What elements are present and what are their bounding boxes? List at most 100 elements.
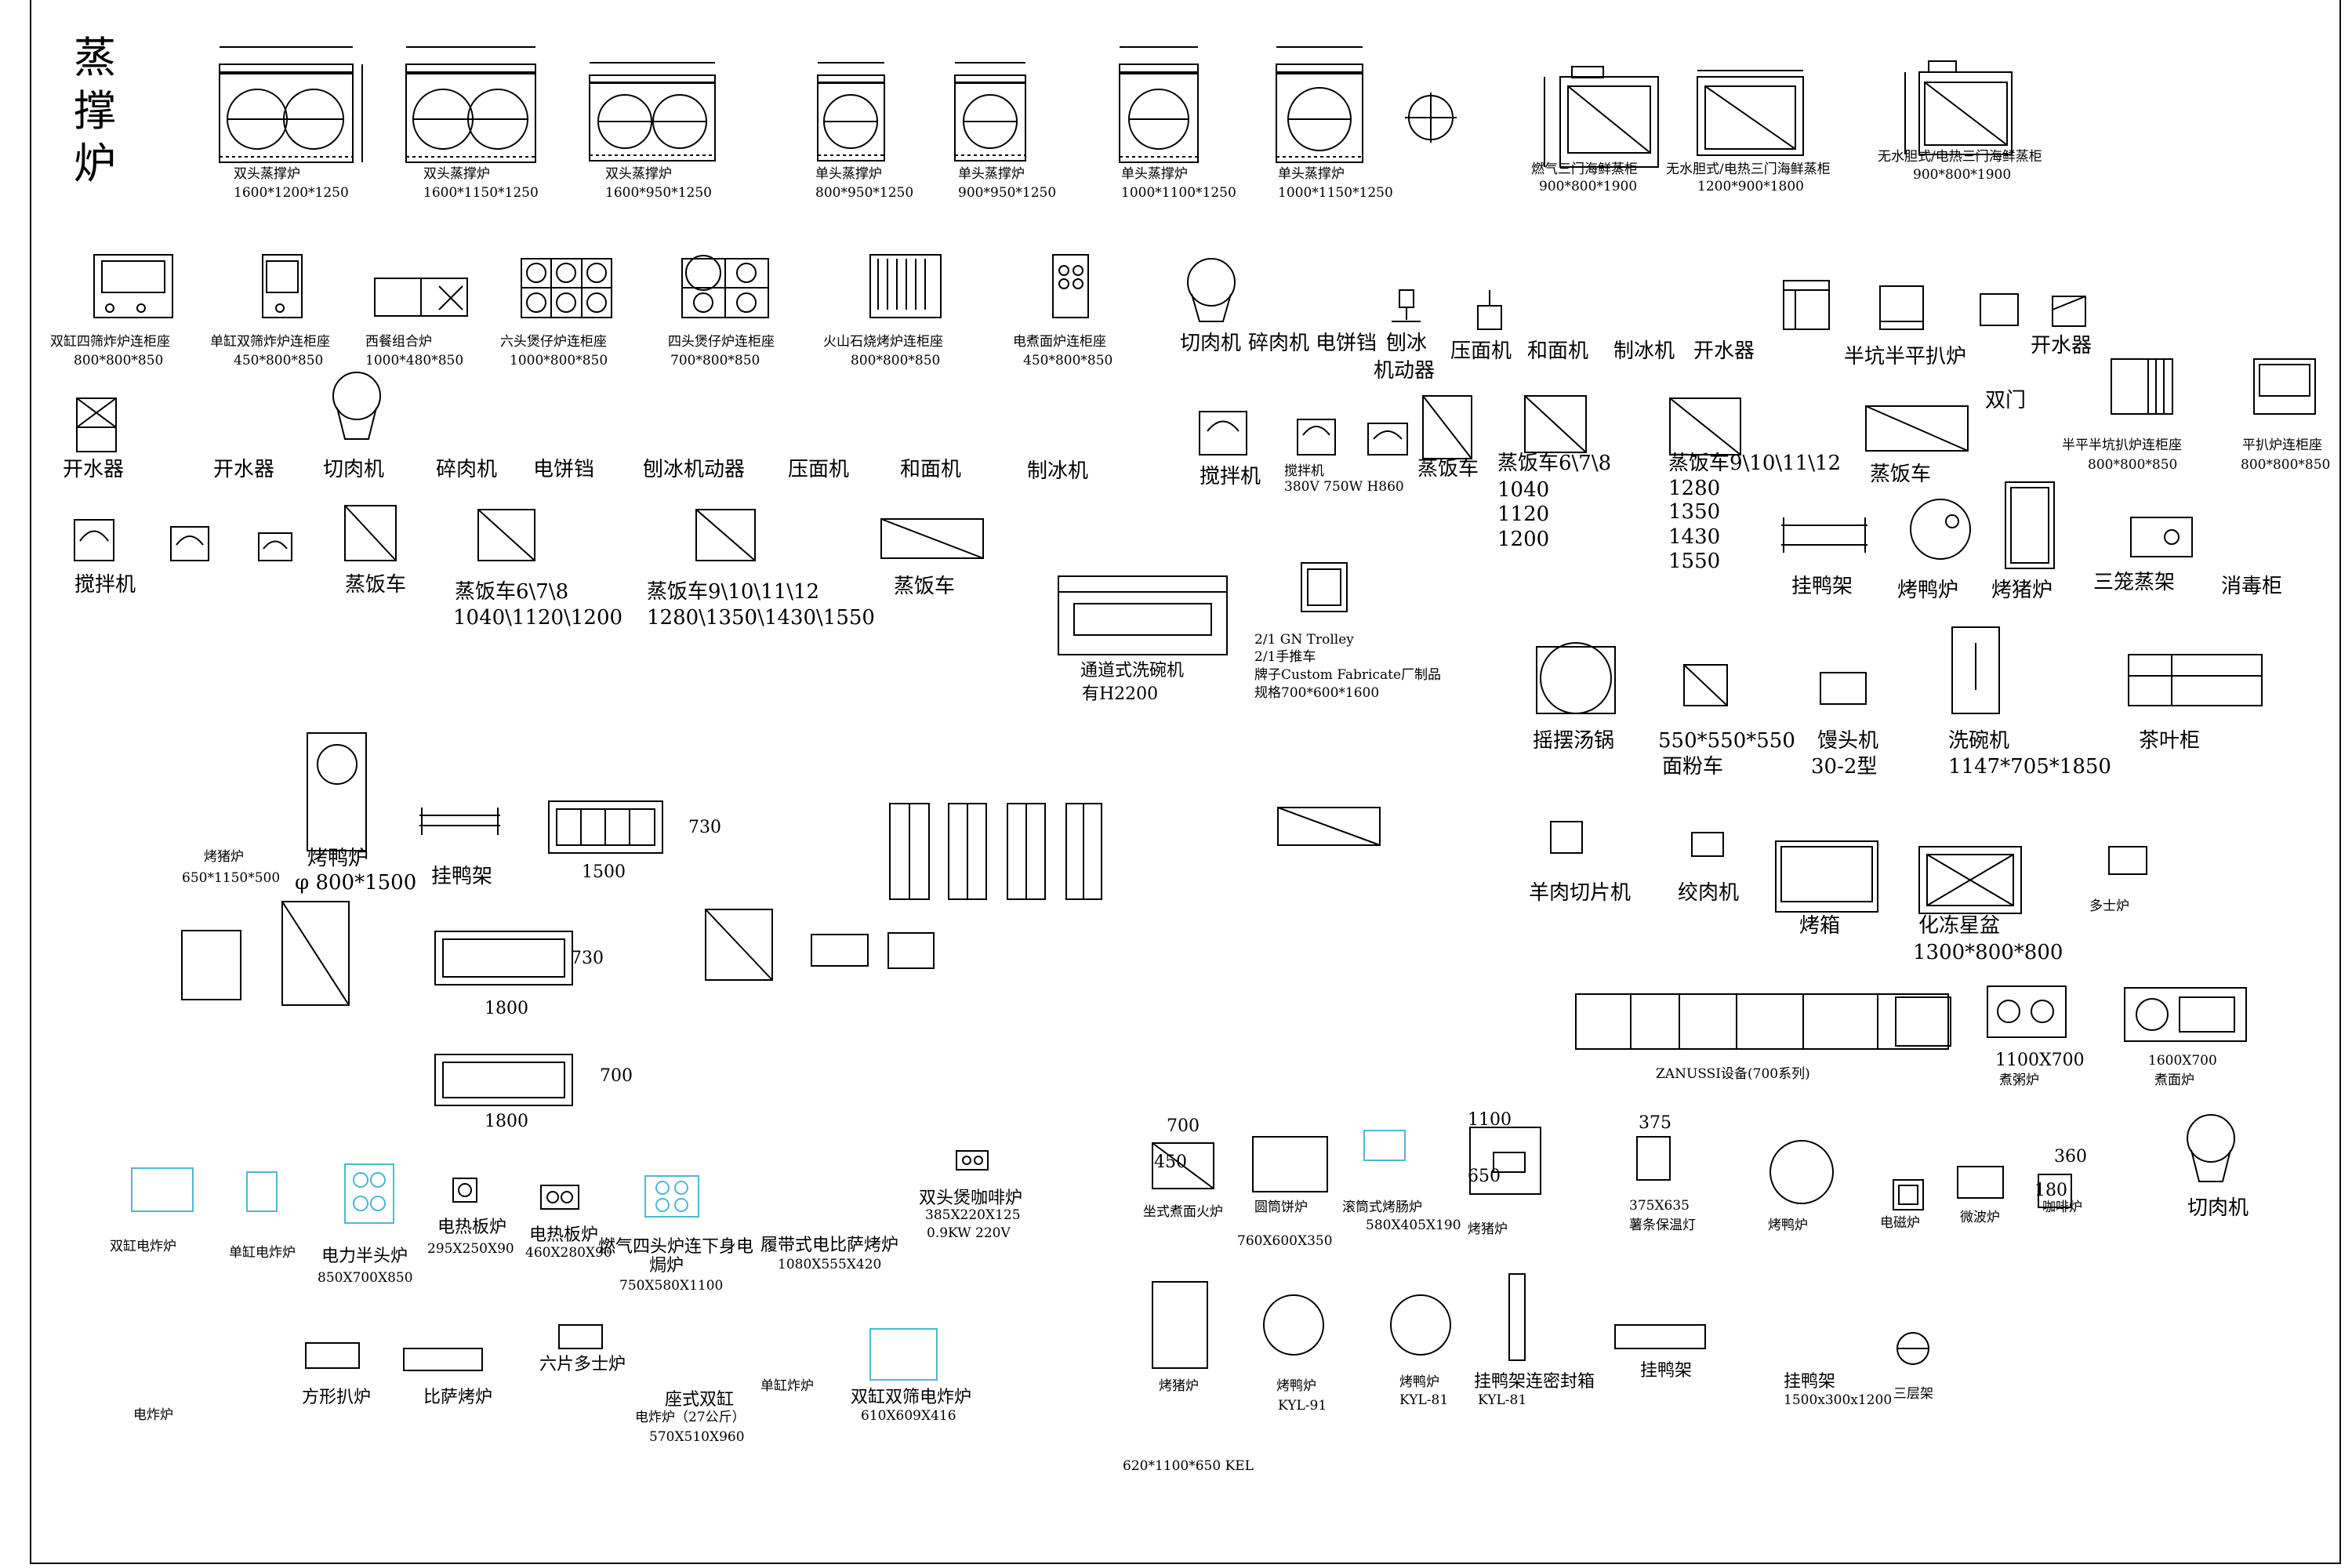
- label: 1040\1120\1200: [453, 606, 623, 630]
- label: 蒸饭车: [1870, 463, 1932, 486]
- seafood-steam-cabinet-icon: [1697, 70, 1804, 156]
- label: 单缸双筛炸炉连柜座: [210, 334, 330, 350]
- rice-steamer-icon: [477, 509, 535, 561]
- label: 微波炉: [1960, 1210, 2000, 1225]
- label: 双头煲咖啡炉: [919, 1189, 1023, 1208]
- label: 30-2型: [1811, 755, 1878, 779]
- rice-steamer-icon: [705, 909, 773, 981]
- gas-range-icon: [1895, 996, 1951, 1047]
- stove-icon: [811, 934, 869, 967]
- label: 610X609X416: [861, 1408, 956, 1424]
- boiler-icon: [1879, 285, 1924, 330]
- double-steam-stove-icon: [405, 46, 536, 163]
- label: ZANUSSI设备(700系列): [1656, 1066, 1810, 1082]
- label: 1500: [582, 862, 626, 882]
- label: 牌子Custom Fabricate厂制品: [1254, 667, 1442, 683]
- label: 开水器: [1693, 339, 1755, 363]
- label: 双门: [1985, 389, 2027, 412]
- title-line: 撑: [74, 85, 116, 136]
- western-combo-stove-icon: [374, 278, 468, 317]
- label: 规格700*600*1600: [1254, 685, 1380, 701]
- label: 半坑半平扒炉: [1844, 345, 1967, 368]
- label: 烤鸭炉: [1768, 1218, 1808, 1233]
- label: 900*800*1900: [1913, 167, 2012, 183]
- label: 咖啡炉: [2042, 1200, 2082, 1215]
- label: 压面机: [1450, 339, 1512, 363]
- label: 0.9KW 220V: [927, 1225, 1011, 1241]
- rice-steamer-icon: [344, 505, 397, 561]
- label: 化冻星盆: [1918, 914, 2001, 938]
- label: 电热板炉: [437, 1218, 507, 1237]
- toaster-icon: [558, 1324, 603, 1349]
- dishwasher-icon: [1951, 626, 2000, 714]
- label: 1550: [1668, 550, 1721, 573]
- label: 馒头机: [1817, 729, 1879, 753]
- electric-griddle-icon: [540, 1185, 579, 1210]
- label: 六片多士炉: [539, 1355, 626, 1374]
- label: 烤鸭炉: [1276, 1378, 1316, 1394]
- label: 1120: [1497, 503, 1550, 526]
- griddle-icon: [1980, 293, 2019, 326]
- bain-marie-icon: [434, 1054, 573, 1106]
- label: 三笼蒸架: [2093, 571, 2176, 594]
- duck-rack-icon: [1781, 517, 1867, 553]
- label: 1300*800*800: [1913, 941, 2063, 964]
- fries-warmer-icon: [1636, 1136, 1671, 1181]
- label: 1000*480*850: [365, 353, 464, 368]
- label: 烤猪炉: [204, 849, 244, 865]
- single-steam-stove-icon: [1276, 46, 1363, 163]
- label: 800*950*1250: [815, 185, 914, 201]
- label: 700*800*850: [670, 353, 760, 368]
- gn-trolley-icon: [1301, 562, 1348, 612]
- dough-press-icon: [1477, 290, 1502, 330]
- label: 1080X555X420: [778, 1257, 882, 1272]
- label: 六头煲仔炉连柜座: [500, 334, 607, 350]
- label: 375: [1639, 1113, 1671, 1133]
- label: 电磁炉: [1880, 1215, 1920, 1231]
- congee-stove-icon: [1987, 985, 2067, 1038]
- duck-rack-icon: [1614, 1324, 1706, 1349]
- label: 蒸饭车: [345, 573, 407, 597]
- label: 双缸双筛电炸炉: [851, 1388, 972, 1407]
- label: 单头蒸撑炉: [1278, 166, 1345, 182]
- label: KYL-81: [1478, 1392, 1527, 1408]
- label: 烤鸭炉: [1897, 579, 1959, 602]
- cabinet-icon: [181, 930, 241, 1000]
- label: 茶叶柜: [2139, 729, 2201, 753]
- seafood-steam-cabinet-icon: [1544, 66, 1659, 168]
- label: 挂鸭架连密封箱: [1474, 1372, 1595, 1392]
- label: 1040: [1497, 478, 1550, 502]
- noodle-boiler-icon: [1052, 254, 1089, 318]
- title-line: 炉: [74, 139, 116, 188]
- label: 双头蒸撑炉: [234, 166, 300, 182]
- rice-steamer-icon: [1669, 397, 1741, 456]
- label: 385X220X125: [925, 1207, 1021, 1223]
- label: 焗炉: [649, 1256, 684, 1276]
- label: 比萨烤炉: [423, 1388, 493, 1407]
- noodle-stove-icon: [2124, 987, 2247, 1042]
- tea-cabinet-icon: [2128, 654, 2263, 706]
- pig-oven-icon: [2005, 481, 2055, 569]
- label: 1600*1150*1250: [423, 185, 539, 201]
- meat-slicer-icon: [332, 372, 381, 440]
- label: 1800: [485, 999, 528, 1018]
- single-steam-stove-icon: [954, 62, 1026, 162]
- duck-oven-icon: [1263, 1294, 1324, 1356]
- drum-pancake-stove-icon: [1252, 1136, 1328, 1192]
- label: 多士炉: [2089, 898, 2129, 914]
- label: 烤鸭炉: [307, 847, 369, 870]
- label: 烤猪炉: [1991, 579, 2053, 602]
- six-burner-stove-icon: [521, 258, 612, 318]
- fryer-cabinet-icon: [262, 254, 303, 318]
- label: 900*800*1900: [1539, 179, 1638, 194]
- label: KYL-91: [1278, 1398, 1327, 1414]
- water-boiler-icon: [2052, 296, 2086, 327]
- label: 和面机: [1527, 339, 1589, 363]
- label: 火山石烧烤炉连柜座: [823, 334, 943, 350]
- label: 切肉机: [1180, 332, 1242, 355]
- mixer-icon: [258, 532, 292, 561]
- label: 绞肉机: [1678, 881, 1740, 905]
- label: 700: [1167, 1116, 1200, 1136]
- thaw-sink-icon: [1918, 846, 2022, 914]
- cabinet-icon: [281, 901, 350, 1006]
